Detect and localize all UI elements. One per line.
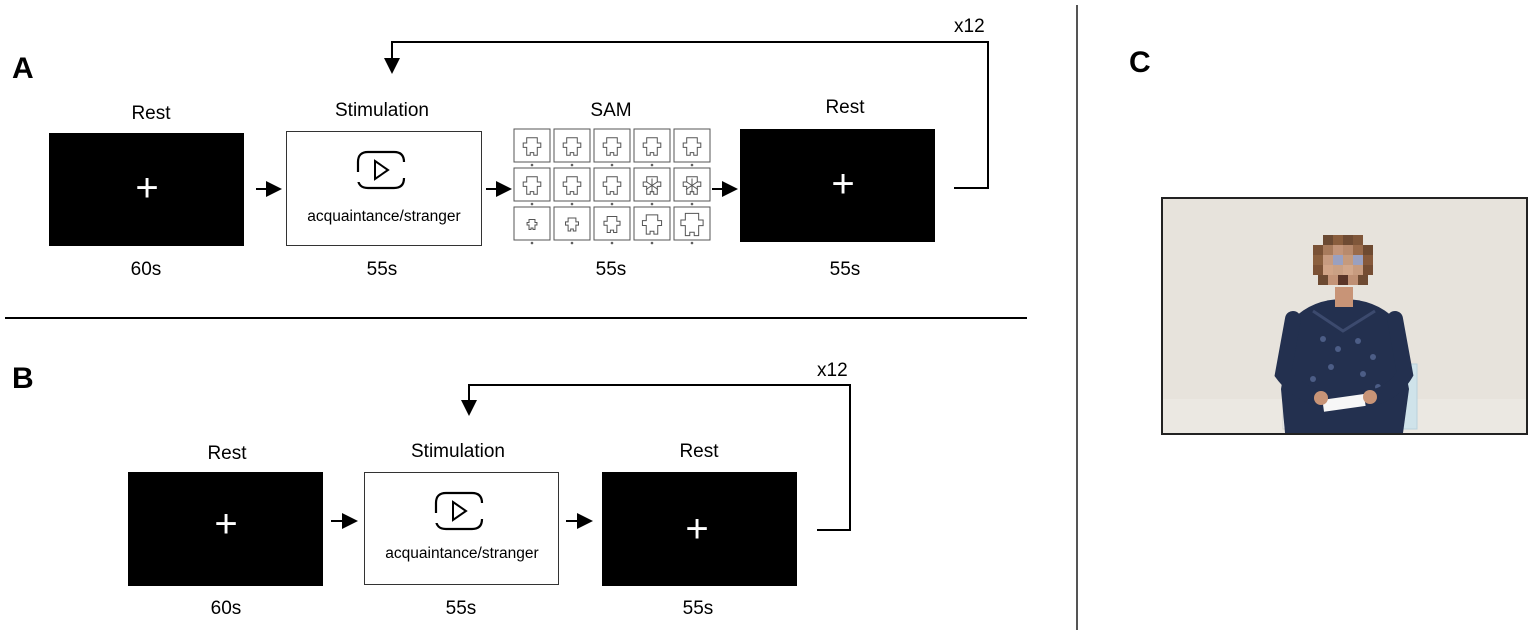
sam-scale-dot — [690, 241, 694, 245]
step-title-b-stimulation: Stimulation — [411, 441, 505, 462]
fixation-cross-icon: + — [135, 166, 159, 210]
sam-cell — [593, 128, 631, 163]
stimulation-screen-a: acquaintance/stranger — [286, 131, 482, 246]
duration-b-2: 55s — [445, 598, 477, 619]
sam-cell — [593, 206, 631, 241]
sam-manikin — [682, 176, 702, 195]
step-title-b-rest-2: Rest — [679, 441, 719, 462]
sam-manikin-grid — [513, 128, 711, 245]
repeat-count-a: x12 — [954, 16, 985, 37]
sam-scale-dot — [530, 163, 534, 167]
panel-label-b: B — [12, 362, 34, 395]
sam-manikin — [682, 137, 702, 156]
sam-manikin — [522, 176, 542, 195]
step-title-a-rest-2: Rest — [825, 97, 865, 118]
rest-screen-a-1: + — [49, 133, 244, 246]
sam-manikin — [526, 219, 538, 230]
sam-scale-dot — [690, 202, 694, 206]
sam-cell — [553, 128, 591, 163]
sam-scale-dot — [610, 163, 614, 167]
sam-manikin — [602, 176, 622, 195]
sam-cell — [513, 167, 551, 202]
panel-label-c: C — [1129, 46, 1151, 79]
stimulation-text-b: acquaintance/stranger — [385, 545, 539, 562]
sam-cell — [513, 128, 551, 163]
duration-b-3: 55s — [682, 598, 714, 619]
sam-manikin — [565, 217, 579, 232]
loop-arrow-a — [384, 41, 989, 189]
sam-scale-dot — [530, 202, 534, 206]
repeat-count-b: x12 — [817, 360, 848, 381]
sam-manikin — [641, 214, 663, 235]
step-title-b-rest-1: Rest — [207, 443, 247, 464]
sam-cell — [513, 206, 551, 241]
sam-cell — [553, 167, 591, 202]
duration-a-3: 55s — [595, 259, 627, 280]
sam-scale-dot — [570, 202, 574, 206]
duration-b-1: 60s — [210, 598, 242, 619]
sam-scale-dot — [650, 241, 654, 245]
sam-scale-dot — [570, 163, 574, 167]
step-title-a-sam: SAM — [590, 100, 632, 121]
fixation-cross-icon: + — [685, 507, 709, 551]
sam-manikin — [562, 176, 582, 195]
rest-screen-b-2: + — [602, 472, 797, 586]
duration-a-1: 60s — [130, 259, 162, 280]
stimulation-screen-b: acquaintance/stranger — [364, 472, 559, 585]
sam-scale-dot — [570, 241, 574, 245]
sam-manikin — [602, 137, 622, 156]
sam-cell — [673, 206, 711, 241]
sam-cell — [633, 128, 671, 163]
rest-screen-a-2: + — [740, 129, 935, 242]
sam-manikin — [642, 137, 662, 156]
sam-cell — [673, 128, 711, 163]
sam-cell — [633, 167, 671, 202]
fixation-cross-icon: + — [831, 162, 855, 206]
loop-arrow-b — [461, 384, 851, 531]
step-title-a-stimulation: Stimulation — [335, 100, 429, 121]
sam-manikin — [562, 137, 582, 156]
sam-cell — [633, 206, 671, 241]
panel-label-a: A — [12, 52, 34, 85]
sam-manikin — [522, 137, 542, 156]
sam-scale-dot — [650, 163, 654, 167]
participant-photo-illustration — [1163, 199, 1526, 433]
video-play-icon — [356, 150, 406, 190]
step-title-a-rest-1: Rest — [131, 103, 171, 124]
sam-scale-dot — [650, 202, 654, 206]
sam-arousal-mark — [645, 178, 659, 193]
sam-manikin — [642, 176, 662, 195]
sam-scale-dot — [690, 163, 694, 167]
rest-screen-b-1: + — [128, 472, 323, 586]
sam-arousal-mark — [685, 178, 699, 193]
sam-manikin — [603, 215, 621, 234]
stimulation-text-a: acquaintance/stranger — [307, 208, 461, 225]
sam-cell — [593, 167, 631, 202]
fixation-cross-icon: + — [214, 502, 238, 546]
sam-manikin — [680, 212, 704, 237]
sam-scale-dot — [610, 241, 614, 245]
sam-cell — [553, 206, 591, 241]
duration-a-2: 55s — [366, 259, 398, 280]
sam-scale-dot — [530, 241, 534, 245]
duration-a-4: 55s — [829, 259, 861, 280]
sam-cell — [673, 167, 711, 202]
participant-photo — [1161, 197, 1528, 435]
video-play-icon — [434, 491, 484, 531]
sam-scale-dot — [610, 202, 614, 206]
